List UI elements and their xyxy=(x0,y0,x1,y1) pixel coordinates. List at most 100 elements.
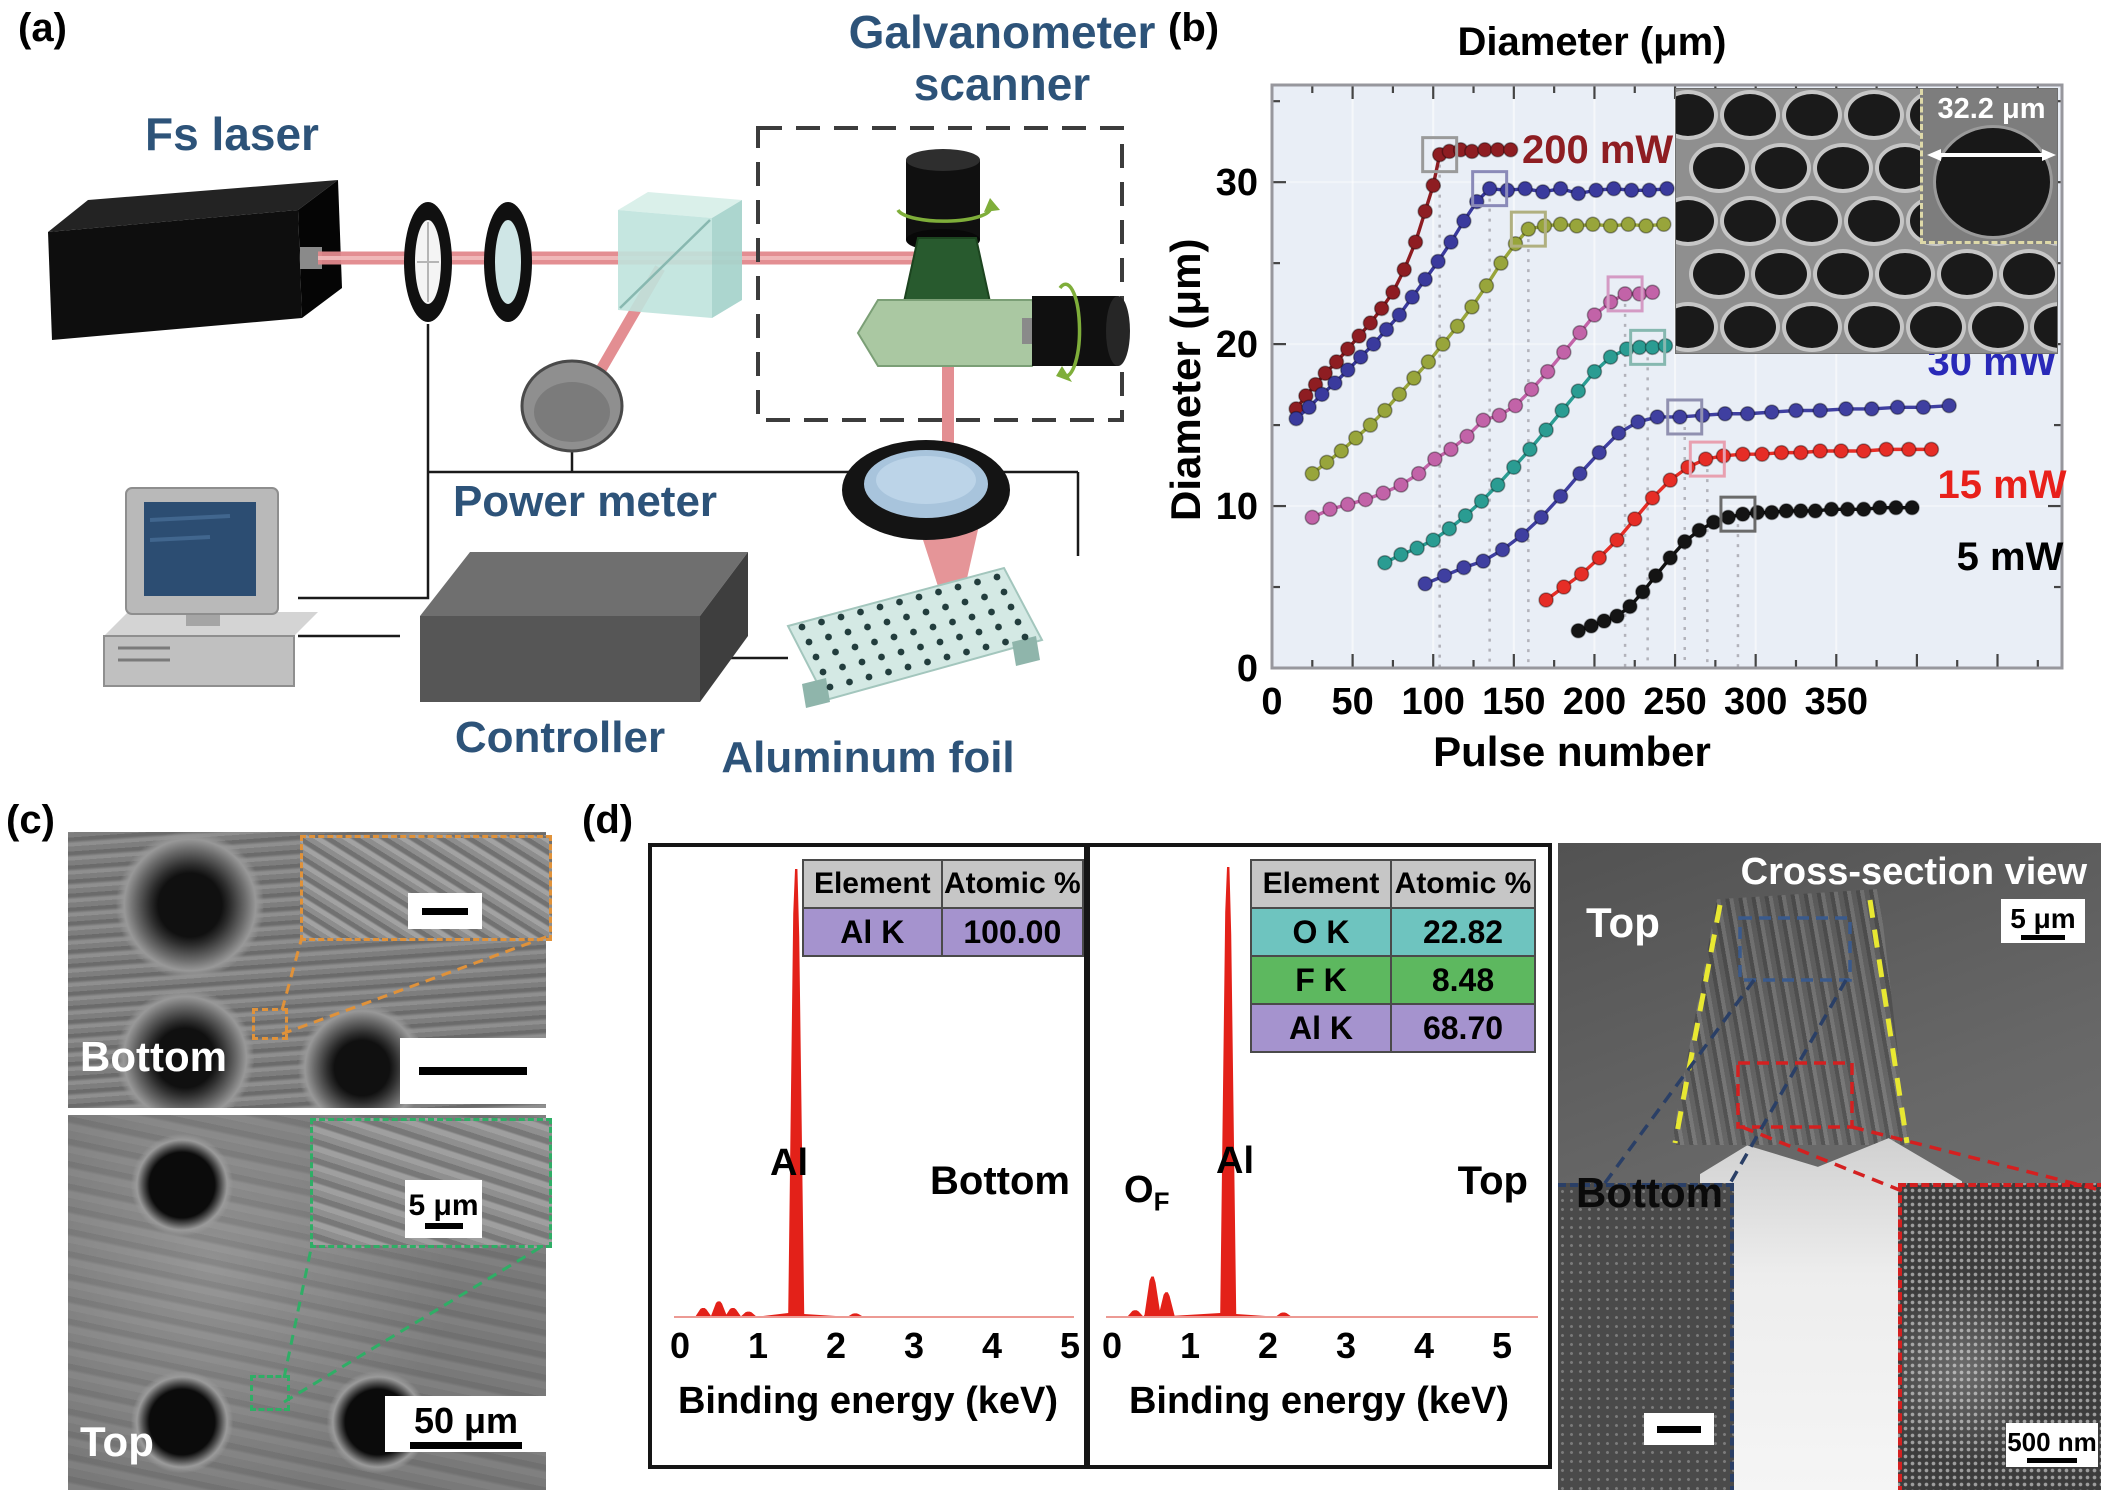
data-point xyxy=(1823,501,1840,518)
table-cell-element: Al K xyxy=(802,907,943,957)
data-point xyxy=(1609,532,1625,548)
sem-hole xyxy=(1937,249,1997,299)
foil-hole xyxy=(890,633,898,641)
data-point xyxy=(1533,509,1549,526)
data-point xyxy=(1319,454,1335,471)
inset-left-scalebar-box xyxy=(1644,1413,1714,1445)
scalebar xyxy=(2021,934,2065,940)
data-point xyxy=(1477,142,1493,158)
data-point xyxy=(1596,613,1612,629)
data-point xyxy=(1735,446,1751,462)
saturation-marker-box xyxy=(1629,328,1667,366)
data-point xyxy=(1514,527,1530,543)
fs-laser-label: Fs laser xyxy=(145,108,319,160)
foil-hole xyxy=(865,673,873,681)
data-point xyxy=(1585,216,1601,233)
data-point xyxy=(1523,381,1540,398)
cross-section-scalebar-box: 5 μm xyxy=(2001,899,2085,943)
zoom-source-box-green xyxy=(250,1375,290,1411)
table-cell-atomic: 22.82 xyxy=(1390,907,1536,957)
sem-hole xyxy=(1844,302,1904,352)
data-point xyxy=(1552,180,1569,197)
data-point xyxy=(1570,185,1587,202)
data-point xyxy=(1739,405,1756,422)
data-point xyxy=(1773,444,1790,461)
data-point xyxy=(1788,402,1804,419)
data-point xyxy=(1586,363,1603,380)
data-point xyxy=(1489,142,1506,158)
rotation-arrow xyxy=(896,205,993,223)
scalebar xyxy=(419,1067,527,1075)
saturation-marker-box xyxy=(1719,495,1757,533)
series-line-3 xyxy=(1311,290,1653,519)
data-point xyxy=(1656,216,1672,233)
data-point xyxy=(1855,501,1872,518)
data-point xyxy=(1340,341,1356,357)
galvanometer-label-line1: Galvanometer xyxy=(849,6,1156,58)
chart-title: Diameter (μm) xyxy=(1457,20,1727,64)
data-point xyxy=(1425,532,1441,548)
sem-hole xyxy=(1676,90,1718,140)
inset-right-scale-label: 500 nm xyxy=(2007,1427,2097,1457)
data-point xyxy=(1396,261,1412,278)
table-header-element: Element xyxy=(802,859,943,909)
foil-hole xyxy=(819,668,827,676)
data-point xyxy=(1357,491,1374,508)
sem-hole xyxy=(1844,196,1904,246)
foil-hole xyxy=(871,638,878,646)
image1-scalebar-box xyxy=(400,1038,546,1104)
sem-hole xyxy=(1676,196,1718,246)
data-point xyxy=(1941,397,1957,414)
foil-hole xyxy=(846,678,853,686)
data-point xyxy=(1588,182,1604,199)
data-point xyxy=(1333,443,1350,459)
data-point xyxy=(1517,180,1533,197)
sem-hole xyxy=(1689,249,1749,299)
foil-hole xyxy=(942,603,949,611)
data-point xyxy=(1464,299,1480,315)
foil-hole xyxy=(936,638,944,646)
data-point xyxy=(1793,503,1809,519)
controller-label: Controller xyxy=(455,713,665,762)
computer xyxy=(103,487,318,687)
data-point xyxy=(1901,441,1917,458)
foil-hole xyxy=(885,668,892,676)
galvo-dashed-box xyxy=(756,126,1124,422)
data-point xyxy=(1617,286,1633,302)
galvo-motor-vertical xyxy=(896,149,1000,251)
data-point xyxy=(1340,362,1356,378)
data-point xyxy=(1430,253,1446,270)
eds-x-tick-label: 3 xyxy=(1335,1325,1357,1366)
data-point xyxy=(1417,271,1433,288)
eds-spectrum-bottom-panel: Element Atomic % Al K 100.00 Al Bottom B… xyxy=(648,843,1088,1469)
x-tick-label: 150 xyxy=(1482,681,1545,723)
eds-x-tick-label: 3 xyxy=(903,1325,925,1366)
data-point xyxy=(1609,608,1625,624)
series-power-label: 200 mW xyxy=(1522,128,1673,172)
foil-hole-array xyxy=(798,573,1029,691)
data-point xyxy=(1552,488,1569,505)
data-point xyxy=(1404,289,1421,305)
foil-hole xyxy=(917,643,924,651)
lens-wheel xyxy=(404,202,452,322)
table-cell-element: Al K xyxy=(1250,1003,1392,1053)
data-point xyxy=(1393,546,1409,563)
f-sub-label: F xyxy=(1153,1186,1170,1217)
pickoff-mirror xyxy=(520,359,624,453)
data-point xyxy=(1506,459,1522,475)
data-point xyxy=(1855,443,1872,459)
data-point xyxy=(1362,315,1379,331)
data-point xyxy=(1314,386,1330,403)
data-point xyxy=(1602,218,1619,234)
data-point xyxy=(1539,363,1556,380)
data-point xyxy=(1538,422,1554,438)
data-point xyxy=(1288,410,1304,427)
data-point xyxy=(1375,485,1391,501)
data-point xyxy=(1443,441,1459,458)
foil-hole xyxy=(963,648,970,656)
hole xyxy=(127,1367,237,1477)
foil-hole xyxy=(844,628,852,636)
lens xyxy=(484,202,532,322)
table-cell-element: O K xyxy=(1250,907,1392,957)
